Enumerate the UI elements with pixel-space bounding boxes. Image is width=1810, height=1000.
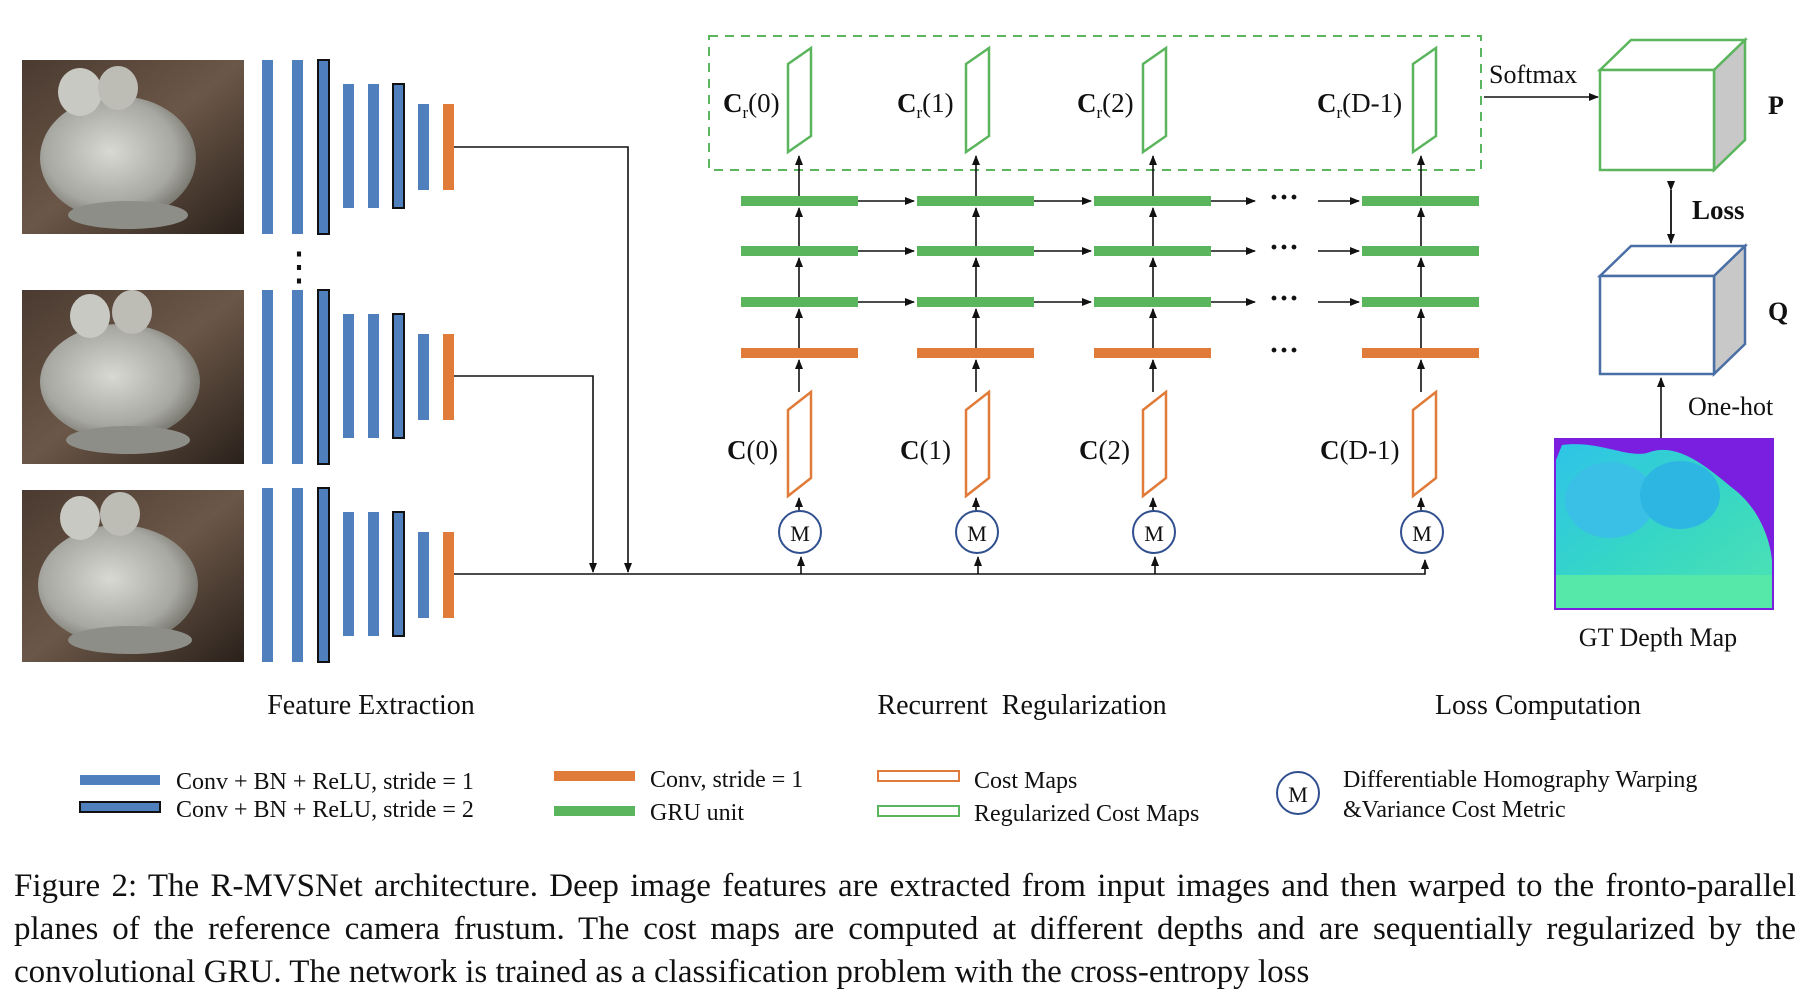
legend-label-gru: GRU unit	[650, 800, 744, 826]
regularized-cost-map-0	[786, 45, 813, 155]
cost-map-d-1	[1411, 389, 1438, 499]
gru-unit	[1362, 297, 1479, 307]
conv-output-layer	[443, 104, 454, 190]
regularized-cost-map-2	[1141, 45, 1168, 155]
label-c2: C(2)	[1079, 435, 1130, 465]
feature-extractor-stack-3	[261, 487, 455, 663]
section-title-recurrent-regularization: Recurrent Regularization	[877, 690, 1166, 721]
gru-unit	[1094, 297, 1211, 307]
conv-bn-relu-s2-layer	[317, 59, 330, 235]
conv-bn-relu-s1-layer	[368, 84, 379, 208]
legend-swatch-reg-cost-maps	[877, 805, 960, 817]
ellipsis-row-1: ···	[1269, 181, 1299, 214]
conv-unit	[741, 348, 858, 358]
warp-circle	[778, 510, 822, 554]
gt-depth-map-image	[1554, 438, 1774, 610]
regularized-cost-map-1	[964, 45, 991, 155]
ellipsis-row-3: ···	[1269, 282, 1299, 315]
warp-circle-label: M	[1412, 521, 1432, 546]
input-image-3	[22, 490, 244, 662]
label-cr1: Cr(1)	[897, 88, 954, 122]
legend-swatch-conv	[554, 771, 635, 781]
warp-circle	[955, 510, 999, 554]
softmax-label: Softmax	[1489, 60, 1577, 89]
legend-label-conv-s2: Conv + BN + ReLU, stride = 2	[176, 797, 474, 823]
legend-warp-circle	[1276, 771, 1320, 815]
legend: Conv + BN + ReLU, stride = 1 Conv + BN +…	[79, 767, 1697, 827]
legend-label-warp-1: Differentiable Homography Warping	[1343, 767, 1697, 793]
warp-operators: M M M M	[778, 510, 1444, 554]
ellipsis-row-2: ···	[1269, 231, 1299, 264]
onehot-label: One-hot	[1688, 392, 1774, 421]
legend-swatch-conv-s2	[79, 801, 161, 813]
probability-volume-p	[1596, 37, 1749, 173]
legend-label-conv-s1: Conv + BN + ReLU, stride = 1	[176, 769, 474, 795]
conv-unit	[1362, 348, 1479, 358]
warp-circle	[1132, 510, 1176, 554]
input-image-1	[22, 60, 244, 234]
feature-extractor-stack-1	[262, 59, 454, 235]
gru-unit	[1094, 246, 1211, 256]
legend-swatch-conv-s1	[80, 775, 160, 785]
conv-bn-relu-s2-layer	[392, 83, 405, 209]
regularized-cost-map-shapes	[786, 45, 1438, 155]
section-title-feature-extraction: Feature Extraction	[267, 690, 475, 721]
gru-unit	[917, 297, 1034, 307]
conv-bn-relu-s1-layer	[292, 60, 303, 234]
label-c1: C(1)	[900, 435, 951, 465]
vertical-flow-arrows	[795, 155, 1425, 512]
gru-unit	[741, 246, 858, 256]
legend-label-conv: Conv, stride = 1	[650, 767, 803, 793]
p-label: P	[1768, 91, 1784, 120]
label-cD: C(D-1)	[1320, 435, 1399, 465]
label-cr0: Cr(0)	[723, 88, 780, 122]
legend-swatch-gru	[554, 806, 635, 816]
legend-label-cost-maps: Cost Maps	[974, 768, 1077, 794]
feature-ellipsis: ⋮	[279, 244, 319, 289]
gru-unit	[1362, 196, 1479, 206]
gru-unit	[917, 246, 1034, 256]
warp-circle-label: M	[790, 521, 810, 546]
gru-unit	[1362, 246, 1479, 256]
feature-connections	[454, 146, 1429, 575]
cost-map-2	[1141, 389, 1168, 499]
conv-bn-relu-s1-layer	[262, 60, 273, 234]
conv-unit	[917, 348, 1034, 358]
legend-label-warp-2: &Variance Cost Metric	[1343, 797, 1566, 823]
loss-label: Loss	[1692, 195, 1745, 225]
ellipsis-row-4: ···	[1269, 334, 1299, 367]
section-title-loss-computation: Loss Computation	[1435, 690, 1641, 721]
cost-map-1	[964, 389, 991, 499]
gru-units	[741, 196, 1479, 307]
input-image-2	[22, 290, 244, 464]
regularized-cost-map-d-1	[1411, 45, 1438, 155]
cost-map-shapes	[786, 389, 1438, 499]
conv-units	[741, 348, 1479, 358]
warp-circle-label: M	[1144, 521, 1164, 546]
conv-unit	[1094, 348, 1211, 358]
gru-unit	[741, 297, 858, 307]
warp-circle-label: M	[967, 521, 987, 546]
gru-unit	[917, 196, 1034, 206]
feature-extractor-stack-2	[261, 289, 455, 465]
recurrent-arrows	[858, 197, 1360, 306]
conv-bn-relu-s1-layer	[343, 84, 354, 208]
gru-unit	[1094, 196, 1211, 206]
gt-depth-map-label: GT Depth Map	[1579, 623, 1737, 652]
conv-bn-relu-s1-layer	[418, 104, 429, 190]
legend-label-reg-cost-maps: Regularized Cost Maps	[974, 801, 1199, 827]
legend-swatch-cost-maps	[877, 770, 960, 782]
label-cr2: Cr(2)	[1077, 88, 1134, 122]
figure-caption: Figure 2: The R-MVSNet architecture. Dee…	[14, 868, 1796, 990]
ground-truth-volume-q	[1596, 243, 1749, 377]
label-c0: C(0)	[727, 435, 778, 465]
legend-warp-symbol: M	[1288, 782, 1308, 807]
regularized-cost-maps-group	[708, 35, 1482, 171]
label-crD: Cr(D-1)	[1317, 88, 1402, 122]
q-label: Q	[1768, 297, 1788, 326]
warp-circle	[1400, 510, 1444, 554]
cost-map-0	[786, 389, 813, 499]
gru-unit	[741, 196, 858, 206]
